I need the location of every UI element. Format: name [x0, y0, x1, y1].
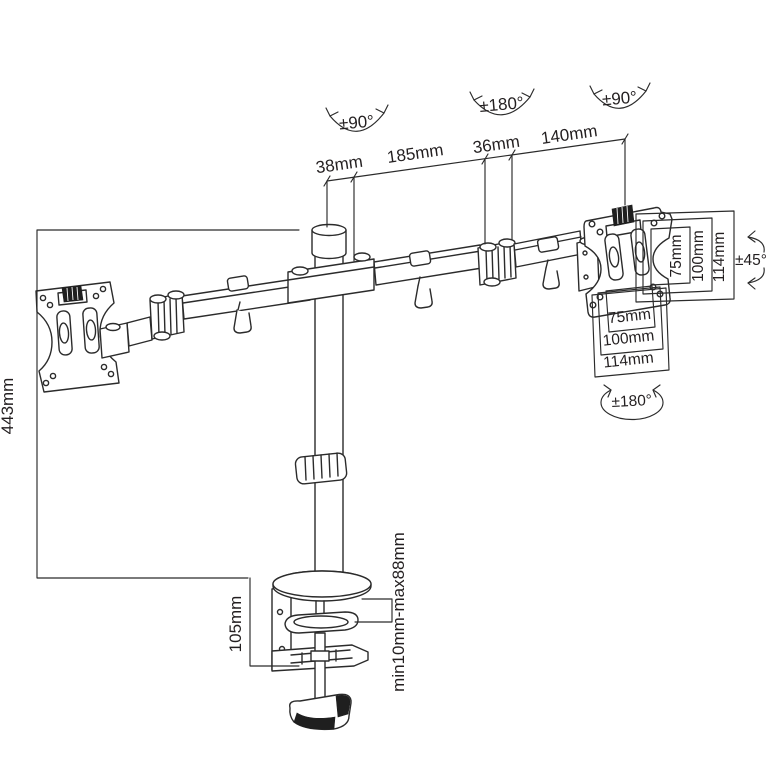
- rotation-label-tilt: ±45°: [735, 252, 767, 269]
- dim-pole-height-bracket: [36, 229, 300, 579]
- dim-clamp-height-bracket: [249, 577, 300, 667]
- cable-clip-hook: [414, 285, 433, 309]
- rotation-arc-tilt: [747, 230, 765, 290]
- clamp-knob-handle: [289, 693, 352, 731]
- base-plate-top: [272, 570, 372, 598]
- dim-label-vesa-vertical-75: 75mm: [668, 234, 685, 277]
- rotation-label-elbow-swivel: ±180°: [479, 93, 525, 116]
- cable-clip: [226, 275, 250, 292]
- desk-clamp: [271, 570, 372, 731]
- dim-label-vesa-horizontal-75: 75mm: [607, 306, 652, 327]
- right-vesa-knob: [605, 204, 642, 238]
- rotation-arc-head: [589, 82, 651, 109]
- dim-label-pole-height: 443mm: [0, 378, 17, 435]
- height-adjust-collar: [294, 452, 348, 485]
- left-vesa-plate: [35, 281, 120, 393]
- dim-top-chain: [323, 133, 629, 262]
- dim-label-vesa-horizontal-114: 114mm: [603, 349, 655, 371]
- left-arm: [99, 275, 311, 359]
- cable-clip-hook: [233, 309, 252, 334]
- pole-cap: [311, 223, 347, 260]
- dim-label-vesa-vertical-100: 100mm: [690, 230, 707, 282]
- cable-clip-hook: [542, 267, 560, 290]
- clamp-jaw: [284, 611, 359, 634]
- dim-clamp-range-bracket: [354, 598, 393, 623]
- left-elbow-hinge: [149, 290, 185, 341]
- rotation-label-vesa-rotate: ±180°: [611, 392, 652, 411]
- arm-mount-block: [287, 252, 375, 304]
- right-arm: [373, 230, 600, 309]
- rotation-arc-elbow: [469, 88, 535, 116]
- dim-label-arm-inner: 185mm: [386, 140, 445, 167]
- left-vesa-knob: [57, 285, 88, 306]
- rotation-label-pole-swivel: ±90°: [338, 112, 375, 134]
- dim-vesa-horizontal-boxes: [591, 285, 670, 378]
- dim-label-clamp-height: 105mm: [226, 596, 245, 653]
- dim-label-vesa-vertical-114: 114mm: [711, 232, 728, 283]
- pole: [287, 223, 375, 579]
- right-elbow-hinge: [477, 238, 517, 287]
- pole-tube: [314, 252, 344, 579]
- rotation-label-head-swivel: ±90°: [601, 88, 638, 110]
- dim-label-clamp-range: min10mm-max88mm: [389, 532, 408, 692]
- cable-clip: [408, 250, 432, 267]
- rotation-ellipse-vesa: [600, 384, 664, 421]
- dim-label-vesa-horizontal-100: 100mm: [602, 327, 655, 349]
- dim-vesa-vertical-boxes: [635, 210, 735, 303]
- left-vesa-holes: [39, 285, 115, 387]
- rotation-arc-pole: [325, 104, 389, 132]
- cable-clip: [536, 236, 560, 253]
